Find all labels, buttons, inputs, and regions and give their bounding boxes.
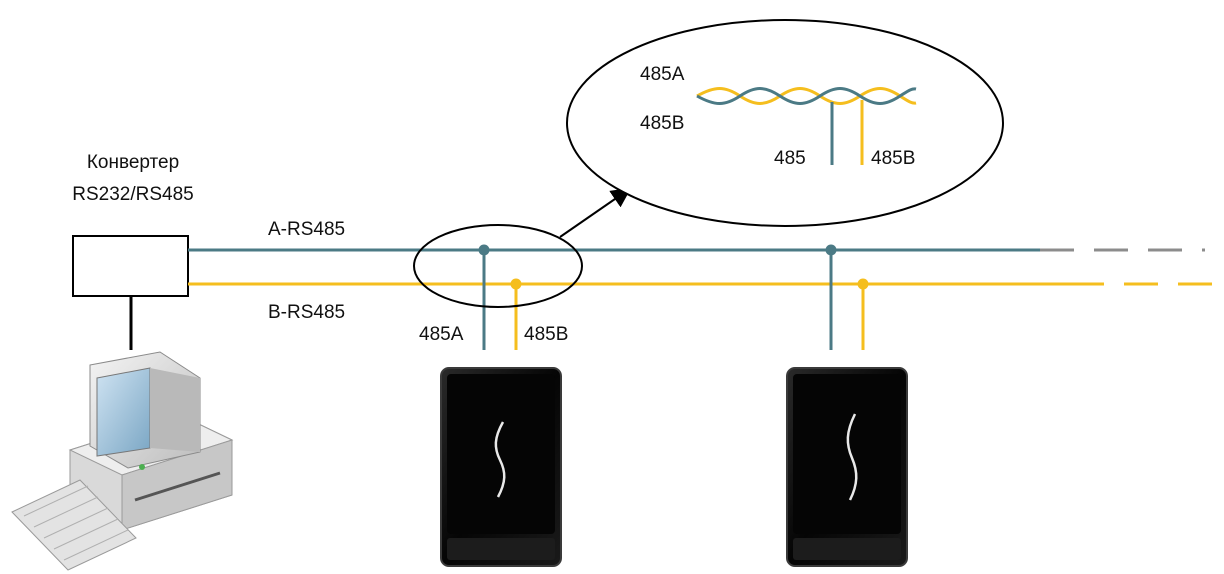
reader1-taps: 485A 485B bbox=[419, 244, 568, 350]
bus-a-label: A-RS485 bbox=[268, 219, 345, 240]
bus: A-RS485 B-RS485 bbox=[188, 219, 1215, 323]
zoom-arrow bbox=[559, 187, 632, 238]
reader1-label-b: 485B bbox=[524, 324, 568, 345]
twisted-pair-icon bbox=[696, 87, 917, 105]
zoom-tap-label-b: 485B bbox=[871, 148, 915, 169]
reader1-a-junction bbox=[478, 244, 490, 256]
reader2-a-junction bbox=[825, 244, 837, 256]
converter: Конвертер RS232/RS485 bbox=[72, 152, 194, 352]
card-reader-icon bbox=[432, 350, 572, 570]
converter-label-line2: RS232/RS485 bbox=[72, 184, 193, 205]
zoom-ellipse bbox=[566, 19, 1004, 227]
card-reader-icon bbox=[778, 350, 918, 570]
zoom-tap-label-a: 485 bbox=[774, 148, 806, 169]
highlight-ellipse bbox=[413, 224, 583, 308]
reader2-taps bbox=[825, 244, 869, 350]
reader2-b-junction bbox=[857, 278, 869, 290]
zoom-label-b: 485B bbox=[640, 113, 684, 134]
converter-label-line1: Конвертер bbox=[87, 152, 179, 173]
converter-box bbox=[72, 235, 189, 297]
bus-b-label: B-RS485 bbox=[268, 302, 345, 323]
zoom-bubble: 485A 485B 485 485B bbox=[566, 19, 1004, 227]
zoom-label-a: 485A bbox=[640, 64, 685, 85]
reader1-label-a: 485A bbox=[419, 324, 464, 345]
desktop-computer-icon bbox=[8, 350, 243, 572]
reader1-b-junction bbox=[510, 278, 522, 290]
